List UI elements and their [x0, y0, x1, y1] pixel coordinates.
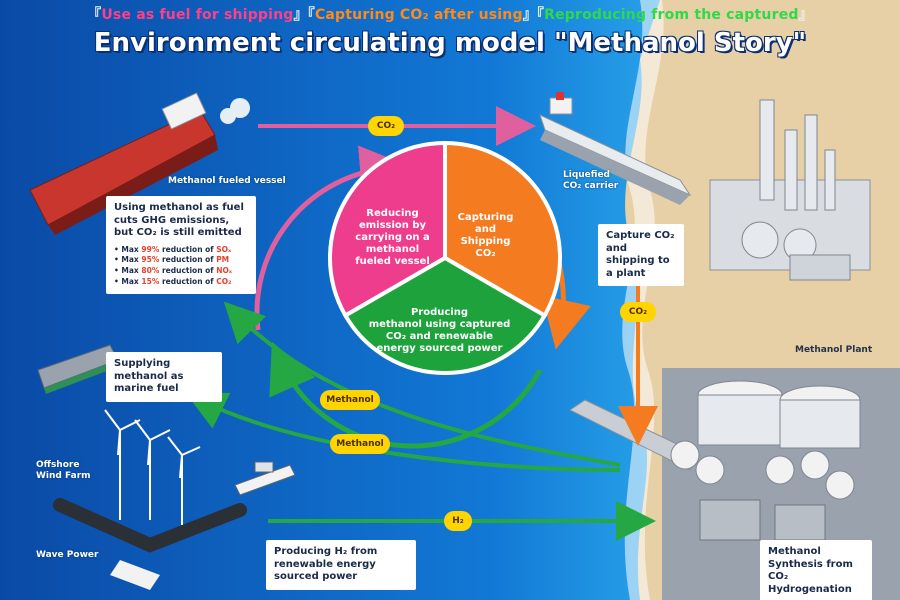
page-title: Environment circulating model "Methanol … — [0, 28, 900, 58]
emission-item: Max 80% reduction of NOₓ — [114, 266, 248, 277]
badge-co2-right: CO₂ — [620, 302, 656, 322]
caption-vessel: Methanol fueled vessel — [168, 176, 286, 187]
emissions-box: Using methanol as fuel cuts GHG emission… — [106, 196, 256, 294]
emissions-list: Max 99% reduction of SOₓ Max 95% reducti… — [114, 245, 248, 289]
segment-label-capture: Capturing and Shipping CO₂ — [448, 212, 523, 260]
capture-box: Capture CO₂ and shipping to a plant — [598, 224, 684, 286]
badge-h2: H₂ — [444, 511, 472, 531]
segment-label-reduce: Reducing emission by carrying on a metha… — [345, 208, 440, 268]
emission-item: Max 95% reduction of PM — [114, 255, 248, 266]
tag-fuel: Use as fuel for shipping — [101, 7, 293, 23]
caption-carrier: Liquefied CO₂ carrier — [563, 170, 618, 192]
tagline: 『Use as fuel for shipping』『Capturing CO₂… — [0, 4, 900, 24]
badge-methanol-1: Methanol — [320, 390, 380, 410]
supply-box: Supplying methanol as marine fuel — [106, 352, 222, 402]
badge-methanol-2: Methanol — [330, 434, 390, 454]
tag-capture: Capturing CO₂ after using — [315, 7, 523, 23]
caption-windfarm: Offshore Wind Farm — [36, 460, 91, 482]
badge-co2-top: CO₂ — [368, 116, 404, 136]
h2-box: Producing H₂ from renewable energy sourc… — [266, 540, 416, 590]
emission-item: Max 15% reduction of CO₂ — [114, 277, 248, 288]
segment-label-produce: Producing methanol using captured CO₂ an… — [352, 307, 527, 355]
tag-reproduce: Reproducing from the captured — [544, 7, 799, 23]
synthesis-box: Methanol Synthesis from CO₂ Hydrogenatio… — [760, 540, 872, 600]
caption-wave: Wave Power — [36, 550, 98, 561]
emission-item: Max 99% reduction of SOₓ — [114, 245, 248, 256]
header: 『Use as fuel for shipping』『Capturing CO₂… — [0, 4, 900, 58]
caption-plant: Methanol Plant — [795, 345, 872, 356]
emissions-text: Using methanol as fuel cuts GHG emission… — [114, 202, 248, 240]
